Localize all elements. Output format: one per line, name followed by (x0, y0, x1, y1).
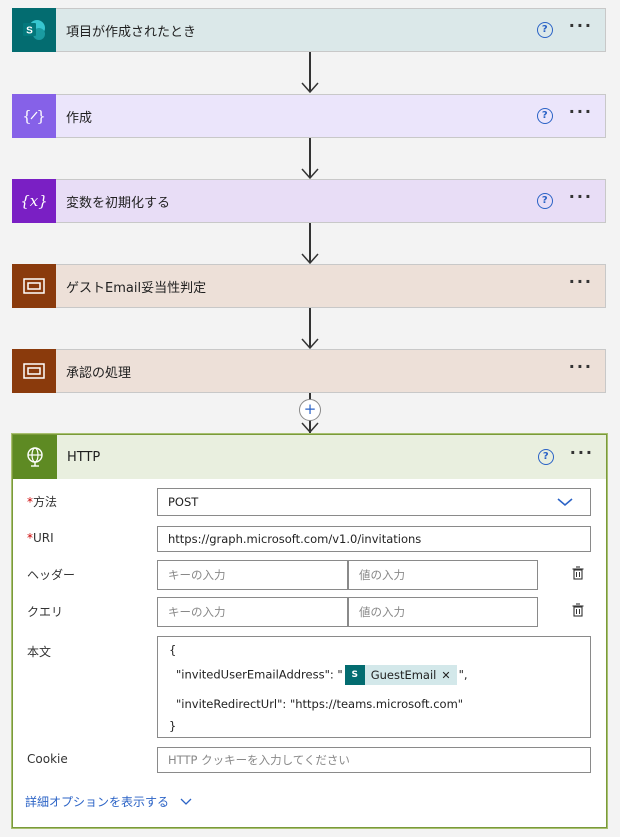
scope-icon (12, 263, 56, 308)
help-icon[interactable]: ? (536, 108, 553, 124)
chevron-down-icon (180, 798, 192, 805)
add-step-button[interactable]: + (299, 399, 321, 421)
connector-arrow (301, 52, 319, 94)
cookie-input[interactable]: HTTP クッキーを入力してください (157, 747, 591, 773)
step-card-approval[interactable]: 承認の処理 ··· (12, 348, 606, 393)
guest-email-token[interactable]: S GuestEmail ✕ (344, 665, 457, 685)
globe-icon (13, 435, 57, 479)
body-label: 本文 (27, 645, 52, 659)
chevron-down-icon (557, 498, 573, 507)
step-card-compose[interactable]: { } 作成 ? ··· (12, 93, 606, 138)
step-title: 変数を初期化する (66, 195, 171, 211)
connector-arrow (301, 223, 319, 265)
remove-token-icon[interactable]: ✕ (441, 668, 451, 682)
more-options-icon[interactable]: ··· (568, 187, 593, 206)
body-line: } (169, 719, 177, 733)
step-card-init-variable[interactable]: {x} 変数を初期化する ? ··· (12, 178, 606, 223)
svg-text:S: S (26, 25, 33, 36)
body-text: ", (458, 667, 468, 682)
more-options-icon[interactable]: ··· (568, 272, 593, 291)
show-advanced-options-link[interactable]: 詳細オプションを表示する (25, 793, 193, 810)
delete-row-icon[interactable] (571, 603, 585, 617)
step-title: ゲストEmail妥当性判定 (66, 280, 207, 296)
help-icon[interactable]: ? (536, 22, 553, 38)
header-value-input[interactable]: 値の入力 (348, 560, 538, 590)
http-action-card: HTTP ? ··· *方法 POST *URI https://graph.m… (12, 434, 607, 828)
more-options-icon[interactable]: ··· (569, 443, 594, 462)
step-card-trigger[interactable]: S 項目が作成されたとき ? ··· (12, 7, 606, 52)
more-options-icon[interactable]: ··· (568, 357, 593, 376)
uri-input[interactable]: https://graph.microsoft.com/v1.0/invitat… (157, 526, 591, 552)
connector-arrow (301, 308, 319, 350)
query-label: クエリ (27, 605, 64, 619)
scope-icon (12, 348, 56, 393)
sharepoint-icon: S (12, 7, 56, 52)
placeholder: キーの入力 (168, 605, 226, 619)
delete-row-icon[interactable] (571, 566, 585, 580)
more-options-icon[interactable]: ··· (568, 16, 593, 35)
help-icon[interactable]: ? (537, 449, 554, 465)
step-card-guest-email-check[interactable]: ゲストEmail妥当性判定 ··· (12, 263, 606, 308)
placeholder: 値の入力 (359, 568, 405, 582)
query-key-input[interactable]: キーの入力 (157, 597, 348, 627)
body-line: { (169, 643, 177, 657)
svg-text:{x}: {x} (20, 192, 48, 210)
method-label: *方法 (27, 495, 58, 509)
uri-label: *URI (27, 531, 54, 545)
header-key-input[interactable]: キーの入力 (157, 560, 348, 590)
connector-arrow (301, 138, 319, 180)
body-input[interactable]: { "invitedUserEmailAddress": "S GuestEmai… (157, 636, 591, 738)
placeholder: 値の入力 (359, 605, 405, 619)
body-line: "inviteRedirectUrl": "https://teams.micr… (176, 697, 464, 711)
step-title: 項目が作成されたとき (66, 24, 197, 40)
step-title: HTTP (67, 449, 101, 465)
variable-icon: {x} (12, 178, 56, 223)
step-title: 作成 (66, 110, 93, 126)
http-action-header[interactable]: HTTP ? ··· (13, 435, 606, 479)
method-select[interactable]: POST (157, 488, 591, 516)
method-value: POST (168, 495, 199, 509)
compose-icon: { } (12, 93, 56, 138)
placeholder: HTTP クッキーを入力してください (168, 753, 350, 767)
token-label: GuestEmail (370, 668, 437, 682)
uri-value: https://graph.microsoft.com/v1.0/invitat… (168, 532, 422, 546)
link-label: 詳細オプションを表示する (25, 795, 170, 809)
query-value-input[interactable]: 値の入力 (348, 597, 538, 627)
body-text: "invitedUserEmailAddress": " (176, 667, 343, 682)
step-title: 承認の処理 (66, 365, 132, 381)
placeholder: キーの入力 (168, 568, 226, 582)
headers-label: ヘッダー (27, 568, 76, 582)
help-icon[interactable]: ? (536, 193, 553, 209)
body-line: "invitedUserEmailAddress": "S GuestEmail ✕… (176, 665, 468, 685)
sharepoint-icon: S (344, 665, 365, 685)
cookie-label: Cookie (27, 752, 68, 766)
more-options-icon[interactable]: ··· (568, 102, 593, 121)
